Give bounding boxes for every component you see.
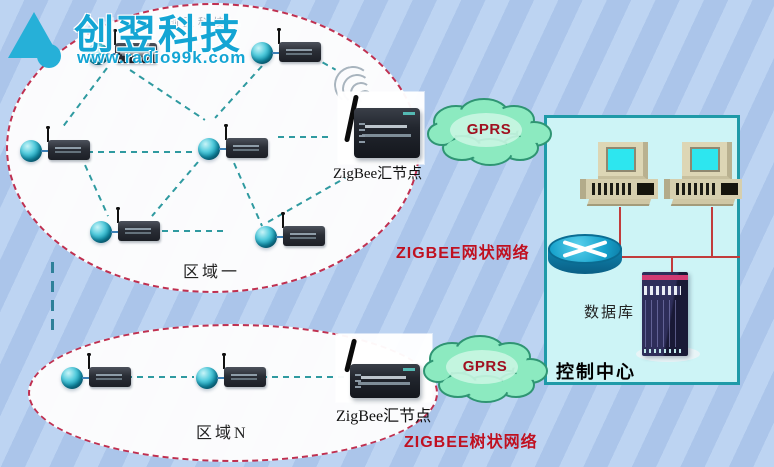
node-sphere-icon — [61, 367, 83, 389]
keyboard-icon — [670, 199, 736, 206]
antenna-icon — [277, 28, 281, 44]
zigbee-node-icon — [87, 29, 159, 65]
node-sphere-icon — [90, 221, 112, 243]
node-wire — [41, 150, 50, 152]
node-sphere-icon — [20, 140, 42, 162]
server-tower — [642, 272, 688, 356]
zigbee-node-icon — [255, 212, 327, 248]
zigbee-node-icon — [90, 207, 162, 243]
gprs1-label: GPRS — [466, 120, 512, 138]
tree-link — [126, 376, 194, 378]
screen — [690, 147, 720, 172]
zigbee-node-icon — [251, 28, 323, 64]
radio-module-icon — [226, 138, 268, 158]
lan-wire — [671, 256, 673, 278]
mesh-link — [162, 230, 226, 232]
router-icon — [548, 232, 624, 284]
node-sphere-icon — [198, 138, 220, 160]
database-label: 数据库 — [584, 304, 636, 321]
zigbee-node-icon — [196, 353, 268, 389]
node-sphere-icon — [255, 226, 277, 248]
radio-module-icon — [48, 140, 90, 160]
zigbee-node-icon — [198, 124, 270, 160]
router-top — [548, 234, 622, 264]
tree-link — [261, 376, 344, 378]
node-wire — [82, 377, 91, 379]
node-wire — [272, 52, 281, 54]
regionN-sink-label: ZigBee汇节点 — [336, 408, 432, 425]
node-sphere-icon — [196, 367, 218, 389]
logo-circle-icon — [37, 44, 61, 68]
control-center-title: 控制中心 — [556, 362, 636, 382]
radio-module-icon — [283, 226, 325, 246]
gprs-cloud-icon: GPRS — [417, 333, 553, 407]
mesh-link — [87, 151, 196, 153]
zigbee-sink-node-icon — [338, 92, 424, 164]
antenna-icon — [222, 353, 226, 369]
node-wire — [108, 53, 117, 55]
radio-module-icon — [279, 42, 321, 62]
region-continuation-link — [51, 262, 54, 334]
company-name: 创翌科技 — [74, 13, 242, 57]
antenna-icon — [224, 124, 228, 140]
region1-sink-label: ZigBee汇节点 — [333, 166, 423, 182]
antenna-icon — [116, 207, 120, 223]
node-sphere-icon — [251, 42, 273, 64]
zigbee-sink-node-icon — [336, 334, 432, 402]
regionN-network-type-label: ZIGBEE树状网络 — [404, 434, 538, 451]
antenna-icon — [87, 353, 91, 369]
desktop-computer-icon — [580, 142, 658, 208]
computer-case-icon — [664, 179, 742, 199]
region1-network-type-label: ZIGBEE网状网络 — [396, 245, 530, 262]
gprs-cloud-icon: GPRS — [424, 96, 554, 170]
antenna-icon — [46, 126, 50, 142]
logo-watermark-text: 创翌科技 — [168, 17, 228, 29]
keyboard-icon — [586, 199, 652, 206]
regionN-label: 区域N — [196, 425, 249, 442]
computer-case-icon — [580, 179, 658, 199]
screen — [606, 147, 636, 172]
gprs2-label: GPRS — [462, 357, 508, 375]
database-server-icon — [636, 272, 700, 368]
monitor-icon — [682, 142, 732, 180]
sink-radio-module-icon — [350, 364, 420, 398]
node-wire — [111, 231, 120, 233]
lan-bus-wire — [611, 256, 740, 258]
company-website: www.radio99k.com — [77, 48, 247, 67]
cloud-shape — [423, 335, 548, 403]
node-sphere-icon — [87, 43, 109, 65]
node-wire — [276, 236, 285, 238]
radio-module-icon — [118, 221, 160, 241]
antenna-icon — [281, 212, 285, 228]
desktop-computer-icon — [664, 142, 742, 208]
antenna-icon — [113, 29, 117, 45]
zigbee-node-icon — [61, 353, 133, 389]
radio-module-icon — [224, 367, 266, 387]
lan-wire — [711, 207, 713, 258]
region1-label: 区域一 — [183, 264, 241, 281]
radio-module-icon — [115, 43, 157, 63]
node-wire — [219, 148, 228, 150]
mesh-link — [278, 136, 332, 138]
zigbee-node-icon — [20, 126, 92, 162]
company-logo: 创翌科技 创翌科技 www.radio99k.com — [0, 0, 270, 80]
cloud-shape — [427, 98, 552, 166]
node-wire — [217, 377, 226, 379]
lan-wire — [619, 207, 621, 258]
monitor-icon — [598, 142, 648, 180]
radio-module-icon — [89, 367, 131, 387]
sink-radio-module-icon — [354, 108, 420, 158]
